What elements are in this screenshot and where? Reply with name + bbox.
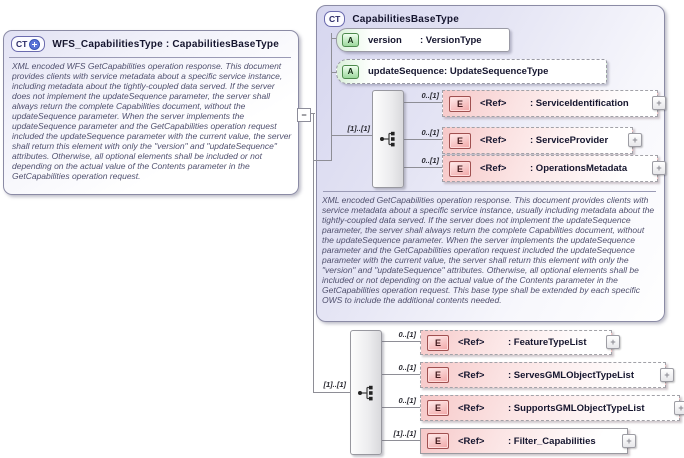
element-ref: <Ref> <box>480 163 507 174</box>
header-divider <box>9 57 291 58</box>
attribute-icon: A <box>342 64 359 79</box>
connector-line <box>402 102 442 103</box>
attribute-version[interactable]: A version : VersionType <box>336 28 510 52</box>
attribute-name: updateSequence <box>368 66 445 77</box>
cardinality-label: 0..[1] <box>421 156 439 165</box>
element-ref: <Ref> <box>480 135 507 146</box>
element-filter-capabilities[interactable]: E <Ref> : Filter_Capabilities <box>420 428 628 454</box>
connector-line <box>380 374 420 375</box>
complex-type-plus-icon: CT <box>11 36 46 52</box>
element-operationsmetadata[interactable]: E <Ref> : OperationsMetadata <box>442 155 658 182</box>
connector-line <box>331 72 337 73</box>
element-icon: E <box>427 334 449 351</box>
element-type: : Filter_Capabilities <box>508 435 596 447</box>
ct-badge-label: CT <box>329 14 341 24</box>
attribute-type: : UpdateSequenceType <box>444 66 549 77</box>
complex-type-box-wfs-capabilitiestype[interactable]: CT WFS_CapabilitiesType : CapabilitiesBa… <box>3 30 299 195</box>
cardinality-label: 0..[1] <box>421 128 439 137</box>
connector-line <box>331 135 372 136</box>
connector-line <box>313 392 350 393</box>
element-ref: <Ref> <box>458 402 485 414</box>
connector-line <box>313 113 314 392</box>
connector-line <box>380 440 420 441</box>
connector-line <box>402 167 442 168</box>
element-ref: <Ref> <box>480 98 507 109</box>
expand-button[interactable]: + <box>660 368 674 382</box>
element-type: : ServesGMLObjectTypeList <box>508 369 634 381</box>
cardinality-label: 0..[1] <box>398 330 416 339</box>
sequence-icon <box>358 385 373 400</box>
connector-line <box>313 160 332 161</box>
element-type: : ServiceIdentification <box>530 98 629 109</box>
element-servesgmlobjecttypelist[interactable]: E <Ref> : ServesGMLObjectTypeList <box>420 362 666 388</box>
element-type: : ServiceProvider <box>530 135 609 146</box>
connector-line <box>331 33 332 161</box>
connector-line <box>380 341 420 342</box>
attribute-type: : VersionType <box>420 34 482 46</box>
left-box-documentation: XML encoded WFS GetCapabilities operatio… <box>12 61 292 181</box>
element-icon: E <box>427 367 449 383</box>
left-box-header: CT WFS_CapabilitiesType : CapabilitiesBa… <box>4 31 298 55</box>
plus-circle-icon <box>29 38 41 50</box>
expand-button[interactable]: + <box>622 434 636 448</box>
element-ref: <Ref> <box>458 369 485 381</box>
left-box-title: WFS_CapabilitiesType : CapabilitiesBaseT… <box>52 38 279 50</box>
connector-line <box>380 407 420 408</box>
element-featuretypelist[interactable]: E <Ref> : FeatureTypeList <box>420 330 612 355</box>
collapse-button[interactable]: − <box>297 108 311 122</box>
connector-line <box>402 139 442 140</box>
sequence-indicator[interactable] <box>372 90 404 188</box>
element-type: : FeatureTypeList <box>508 337 587 348</box>
sequence-indicator[interactable] <box>350 330 382 455</box>
attribute-updatesequence[interactable]: A updateSequence : UpdateSequenceType <box>336 59 607 84</box>
element-serviceprovider[interactable]: E <Ref> : ServiceProvider <box>442 127 633 154</box>
element-supportsgmlobjecttypelist[interactable]: E <Ref> : SupportsGMLObjectTypeList <box>420 395 680 421</box>
cardinality-label: [1]..[1] <box>393 429 417 438</box>
element-type: : SupportsGMLObjectTypeList <box>508 402 645 414</box>
expand-button[interactable]: + <box>652 96 666 110</box>
cardinality-label: 0..[1] <box>398 396 416 405</box>
attribute-icon: A <box>342 33 359 47</box>
cardinality-label: 0..[1] <box>421 91 439 100</box>
cardinality-label: [1]..[1] <box>323 380 347 389</box>
sequence-icon <box>380 131 395 147</box>
element-ref: <Ref> <box>458 435 485 447</box>
expand-button[interactable]: + <box>606 335 620 349</box>
base-box-header: CT CapabilitiesBaseType <box>317 6 664 30</box>
cardinality-label: [1]..[1] <box>347 124 371 133</box>
element-icon: E <box>449 160 471 177</box>
expand-button[interactable]: + <box>674 401 684 415</box>
element-icon: E <box>449 95 471 112</box>
doc-divider <box>323 191 656 192</box>
complex-type-icon: CT <box>324 11 346 27</box>
connector-line <box>308 113 315 114</box>
base-box-documentation: XML encoded GetCapabilities operation re… <box>322 195 655 305</box>
element-icon: E <box>427 433 449 449</box>
expand-button[interactable]: + <box>628 133 642 147</box>
element-type: : OperationsMetadata <box>530 163 628 174</box>
expand-button[interactable]: + <box>652 161 666 175</box>
element-icon: E <box>427 400 449 416</box>
attribute-name: version <box>368 34 402 46</box>
element-ref: <Ref> <box>458 337 485 348</box>
base-box-title: CapabilitiesBaseType <box>352 13 459 25</box>
cardinality-label: 0..[1] <box>398 363 416 372</box>
connector-line <box>331 38 337 39</box>
element-icon: E <box>449 132 471 149</box>
element-serviceidentification[interactable]: E <Ref> : ServiceIdentification <box>442 90 658 117</box>
ct-badge-label: CT <box>16 39 28 49</box>
